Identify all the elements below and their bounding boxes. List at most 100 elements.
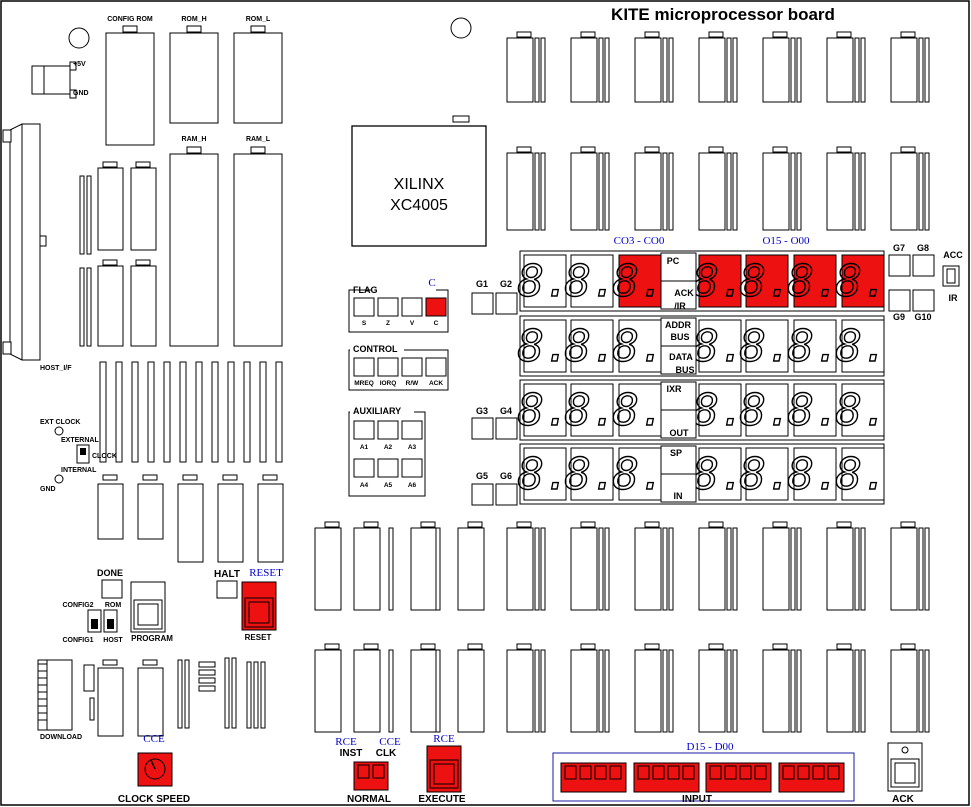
ic-socket xyxy=(826,649,854,733)
input-switch[interactable] xyxy=(564,765,577,780)
ic-socket xyxy=(410,649,438,733)
seven-seg-glyph: 8. xyxy=(693,256,746,307)
board-title: KITE microprocessor board xyxy=(611,5,835,24)
resistor-strip xyxy=(227,361,235,463)
input-switch[interactable] xyxy=(724,765,737,780)
input-switch[interactable] xyxy=(739,765,752,780)
indicator-label: ACK xyxy=(429,380,443,387)
seven-seg-digit xyxy=(793,383,837,437)
seven-seg-digit xyxy=(618,383,662,437)
seven-seg-digit xyxy=(745,383,789,437)
ic-socket xyxy=(698,527,726,611)
mount-hole xyxy=(68,27,90,49)
indicator-cell xyxy=(353,357,375,377)
seven-seg-glyph: 8. xyxy=(836,385,889,436)
config-switch-1[interactable] xyxy=(87,609,102,633)
indicator-cell xyxy=(425,297,447,317)
input-switch[interactable] xyxy=(782,765,795,780)
g2-label: G2 xyxy=(500,279,512,289)
ic-socket xyxy=(506,649,534,733)
input-switch[interactable] xyxy=(709,765,722,780)
resistor-strip xyxy=(115,361,123,463)
ir-label: IR xyxy=(949,293,959,303)
indicator-cell xyxy=(425,357,447,377)
led-g9 xyxy=(888,289,911,312)
seven-seg-digit xyxy=(523,254,567,308)
seven-seg-glyph: 8. xyxy=(518,449,571,500)
indicator-label: A5 xyxy=(384,482,393,489)
rom-switch-label: ROM xyxy=(105,602,122,609)
xilinx-fpga-chip xyxy=(351,125,487,247)
indicator-label: A2 xyxy=(384,444,393,451)
normal-switch-block[interactable] xyxy=(353,761,389,791)
seven-seg-digit xyxy=(570,254,614,308)
ic-socket xyxy=(890,527,918,611)
input-range-label: D15 - D00 xyxy=(686,741,734,753)
acc-label: ACC xyxy=(943,250,963,260)
register-label-ixr: IXR xyxy=(666,384,682,394)
input-switch[interactable] xyxy=(637,765,650,780)
indicator-label: MREQ xyxy=(354,380,374,387)
ic-socket xyxy=(698,37,726,103)
indicator-cell xyxy=(353,420,375,440)
ic-socket xyxy=(634,37,662,103)
ic-socket xyxy=(634,152,662,231)
input-switch[interactable] xyxy=(609,765,622,780)
input-switch[interactable] xyxy=(594,765,607,780)
cce-label-2: CCE xyxy=(379,736,401,748)
ack-label: ACK xyxy=(892,794,914,805)
led-g7 xyxy=(888,254,911,277)
input-switch[interactable] xyxy=(652,765,665,780)
config-switch-2[interactable] xyxy=(103,609,118,633)
ic-socket xyxy=(506,37,534,103)
clock-select-switch[interactable] xyxy=(76,444,90,464)
ack-button[interactable] xyxy=(887,742,923,792)
seven-seg-glyph: 8. xyxy=(788,385,841,436)
g7-label: G7 xyxy=(893,243,905,253)
input-switch[interactable] xyxy=(579,765,592,780)
seven-seg-digit xyxy=(618,319,662,373)
seven-seg-digit xyxy=(841,383,885,437)
input-switch[interactable] xyxy=(812,765,825,780)
execute-button[interactable] xyxy=(426,745,462,793)
inst-label: INST xyxy=(340,748,363,759)
rom-l-label: ROM_L xyxy=(246,16,271,23)
resistor-strip xyxy=(211,361,219,463)
seven-seg-digit xyxy=(745,319,789,373)
led-g6 xyxy=(495,483,518,506)
resistor-strip xyxy=(179,361,187,463)
input-switch[interactable] xyxy=(667,765,680,780)
seven-seg-glyph: 8. xyxy=(613,256,666,307)
input-switch[interactable] xyxy=(827,765,840,780)
led-g3 xyxy=(471,417,494,440)
ic-socket xyxy=(506,152,534,231)
done-label: DONE xyxy=(97,568,123,578)
ic-socket xyxy=(762,152,790,231)
clock-speed-knob[interactable] xyxy=(137,752,173,787)
host-switch-label: HOST xyxy=(103,637,123,644)
program-button[interactable] xyxy=(130,581,166,633)
acc-ir-switch[interactable] xyxy=(942,265,960,287)
register-label-addr: ADDR xyxy=(665,320,691,330)
input-switch[interactable] xyxy=(682,765,695,780)
auxiliary-title: AUXILIARY xyxy=(353,406,401,416)
gnd-terminal xyxy=(54,474,64,484)
power-5v-label: +5V xyxy=(73,61,86,68)
indicator-label: A1 xyxy=(360,444,369,451)
seven-seg-glyph: 8. xyxy=(740,449,793,500)
cce-label: CCE xyxy=(143,733,165,745)
seven-seg-digit xyxy=(745,447,789,501)
download-area-chips xyxy=(83,657,266,737)
ic-socket xyxy=(890,37,918,103)
ic-socket xyxy=(410,527,438,611)
input-switch[interactable] xyxy=(754,765,767,780)
gnd-label: GND xyxy=(40,486,56,493)
indicator-cell xyxy=(353,297,375,317)
flag-title: FLAG xyxy=(353,285,378,295)
reset-button[interactable] xyxy=(241,581,277,631)
input-switch[interactable] xyxy=(797,765,810,780)
ram-h-label: RAM_H xyxy=(182,136,207,143)
seven-seg-glyph: 8. xyxy=(518,385,571,436)
